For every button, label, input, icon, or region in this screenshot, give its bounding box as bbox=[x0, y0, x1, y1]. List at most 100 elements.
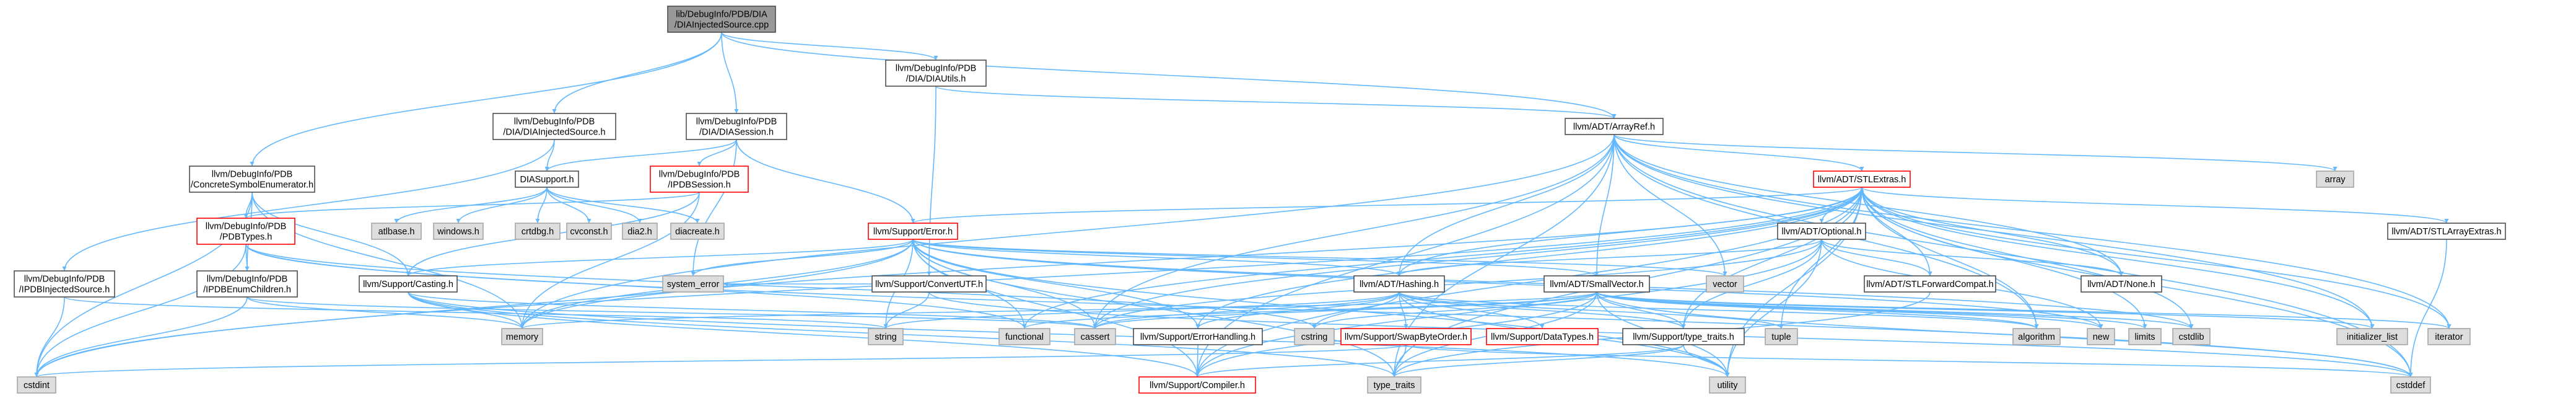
node-diaInjectedH[interactable]: llvm/DebugInfo/PDB/DIA/DIAInjectedSource… bbox=[492, 113, 616, 140]
edge-stlExtrasH-to-errorHandlingH bbox=[1197, 187, 1862, 329]
node-castingH[interactable]: llvm/Support/Casting.h bbox=[359, 275, 458, 293]
node-diaSessionH[interactable]: llvm/DebugInfo/PDB/DIA/DIASession.h bbox=[686, 113, 787, 140]
node-box bbox=[492, 113, 616, 140]
node-ipdbSessionH[interactable]: llvm/DebugInfo/PDB/IPDBSession.h bbox=[650, 166, 749, 193]
edge-errorH-to-castingH bbox=[408, 239, 914, 276]
node-label: tuple bbox=[1771, 332, 1791, 342]
node-arrayRefH[interactable]: llvm/ADT/ArrayRef.h bbox=[1565, 118, 1664, 135]
edge-arrowhead bbox=[910, 219, 915, 223]
node-dataTypesH[interactable]: llvm/Support/DataTypes.h bbox=[1486, 328, 1599, 345]
edge-arrowhead bbox=[1195, 373, 1200, 377]
node-label: limits bbox=[2134, 332, 2155, 342]
node-iterator: iterator bbox=[2427, 328, 2471, 345]
edge-arrowhead bbox=[62, 267, 67, 271]
node-functional: functional bbox=[998, 328, 1050, 345]
node-box bbox=[1353, 275, 1445, 293]
node-label: utility bbox=[1717, 381, 1738, 391]
node-system_error: system_error bbox=[662, 275, 724, 293]
node-box bbox=[650, 166, 749, 193]
node-label: system_error bbox=[667, 280, 720, 290]
edge-stlExtrasH-to-limits bbox=[1861, 187, 2146, 329]
node-label: llvm/Support/SwapByteOrder.h bbox=[1345, 332, 1467, 342]
edge-optionalH-to-typeTraitsH bbox=[1683, 239, 1822, 329]
node-vector: vector bbox=[1706, 275, 1744, 293]
node-box bbox=[1777, 223, 1866, 240]
node-optionalH[interactable]: llvm/ADT/Optional.h bbox=[1777, 223, 1866, 240]
node-box bbox=[1133, 328, 1263, 345]
node-label: llvm/DebugInfo/PDB bbox=[206, 222, 287, 232]
node-ipdbEnumH[interactable]: llvm/DebugInfo/PDB/IPDBEnumChildren.h bbox=[196, 270, 298, 298]
node-stlForwardCompatH[interactable]: llvm/ADT/STLForwardCompat.h bbox=[1864, 275, 1996, 293]
edge-optionalH-to-hashingH bbox=[1399, 239, 1822, 276]
edge-arrayRefH-to-vector bbox=[1613, 134, 1726, 276]
edge-stlExtrasH-to-iterator bbox=[1861, 187, 2450, 329]
edge-root-to-diaInjectedH bbox=[554, 32, 722, 114]
node-limits: limits bbox=[2128, 328, 2162, 345]
edge-stlArrayExtrasH-to-cstddef bbox=[2410, 239, 2447, 378]
node-pdbTypesH[interactable]: llvm/DebugInfo/PDB/PDBTypes.h bbox=[196, 218, 295, 245]
node-box bbox=[501, 328, 543, 345]
node-stlArrayExtrasH[interactable]: llvm/ADT/STLArrayExtras.h bbox=[2387, 223, 2506, 240]
node-errorHandlingH[interactable]: llvm/Support/ErrorHandling.h bbox=[1133, 328, 1263, 345]
edge-stlExtrasH-to-cassert bbox=[1094, 187, 1862, 329]
node-hashingH[interactable]: llvm/ADT/Hashing.h bbox=[1353, 275, 1445, 293]
node-box bbox=[868, 223, 958, 240]
edge-arrowhead bbox=[933, 56, 938, 60]
node-noneH[interactable]: llvm/ADT/None.h bbox=[2080, 275, 2162, 293]
node-label: cstdint bbox=[24, 381, 50, 391]
node-typeTraitsH[interactable]: llvm/Support/type_traits.h bbox=[1622, 328, 1745, 345]
node-box bbox=[667, 6, 776, 33]
node-label: llvm/ADT/STLExtras.h bbox=[1818, 175, 1906, 185]
node-box bbox=[1074, 328, 1116, 345]
node-stlExtrasH[interactable]: llvm/ADT/STLExtras.h bbox=[1813, 170, 1911, 188]
node-label: vector bbox=[1713, 280, 1737, 290]
node-label: llvm/DebugInfo/PDB bbox=[896, 64, 977, 74]
edge-arrowhead bbox=[2189, 324, 2194, 329]
edge-concreteSymH-to-memory bbox=[251, 192, 523, 329]
node-compilerH[interactable]: llvm/Support/Compiler.h bbox=[1138, 376, 1256, 394]
node-new: new bbox=[2087, 328, 2115, 345]
node-box bbox=[2390, 376, 2431, 394]
node-atlbase: atlbase.h bbox=[371, 223, 422, 240]
node-errorH[interactable]: llvm/Support/Error.h bbox=[868, 223, 958, 240]
node-label: type_traits bbox=[1374, 381, 1415, 391]
node-label: lib/DebugInfo/PDB/DIA bbox=[676, 10, 767, 20]
edge-castingH-to-utility bbox=[408, 291, 1728, 378]
edge-convertUTFH-to-string bbox=[885, 291, 930, 329]
edge-arrowhead bbox=[2119, 272, 2124, 276]
node-concreteSymH[interactable]: llvm/DebugInfo/PDB/ConcreteSymbolEnumera… bbox=[189, 166, 315, 193]
node-label: dia2.h bbox=[627, 227, 652, 237]
node-cstring: cstring bbox=[1294, 328, 1335, 345]
node-swapByteOrderH[interactable]: llvm/Support/SwapByteOrder.h bbox=[1340, 328, 1472, 345]
node-box bbox=[662, 275, 724, 293]
node-label: algorithm bbox=[2018, 332, 2055, 342]
node-initializer_list: initializer_list bbox=[2336, 328, 2408, 345]
node-smallVectorH[interactable]: llvm/ADT/SmallVector.h bbox=[1543, 275, 1650, 293]
edge-smallVectorH-to-limits bbox=[1596, 291, 2146, 329]
node-memory: memory bbox=[501, 328, 543, 345]
edge-stlExtrasH-to-cstdlib bbox=[1861, 187, 2192, 329]
edge-hashingH-to-typeTraitsH bbox=[1399, 291, 1684, 329]
node-label: array bbox=[2325, 175, 2346, 185]
node-label: llvm/ADT/SmallVector.h bbox=[1550, 280, 1644, 290]
node-box bbox=[998, 328, 1050, 345]
node-box bbox=[871, 275, 987, 293]
node-root[interactable]: lib/DebugInfo/PDB/DIA/DIAInjectedSource.… bbox=[667, 6, 776, 33]
node-box bbox=[2172, 328, 2211, 345]
node-label: atlbase.h bbox=[378, 227, 415, 237]
node-label: string bbox=[875, 332, 896, 342]
node-label: llvm/ADT/None.h bbox=[2087, 280, 2155, 290]
node-box bbox=[2427, 328, 2471, 345]
node-diaSupportH[interactable]: DIASupport.h bbox=[515, 170, 579, 188]
edge-typeTraitsH-to-utility bbox=[1683, 344, 1728, 378]
node-label: /IPDBEnumChildren.h bbox=[203, 285, 291, 295]
node-ipdbInjectedH[interactable]: llvm/DebugInfo/PDB/IPDBInjectedSource.h bbox=[14, 270, 115, 298]
edge-ipdbEnumH-to-cstdint bbox=[36, 296, 248, 378]
node-box bbox=[1765, 328, 1798, 345]
node-diaUtilsH[interactable]: llvm/DebugInfo/PDB/DIA/DIAUtils.h bbox=[885, 60, 987, 87]
edge-arrowhead bbox=[1819, 219, 1824, 223]
edge-typeTraitsH-to-compilerH bbox=[1197, 344, 1684, 378]
node-convertUTFH[interactable]: llvm/Support/ConvertUTF.h bbox=[871, 275, 987, 293]
edge-diaSupportH-to-windows bbox=[458, 187, 548, 224]
